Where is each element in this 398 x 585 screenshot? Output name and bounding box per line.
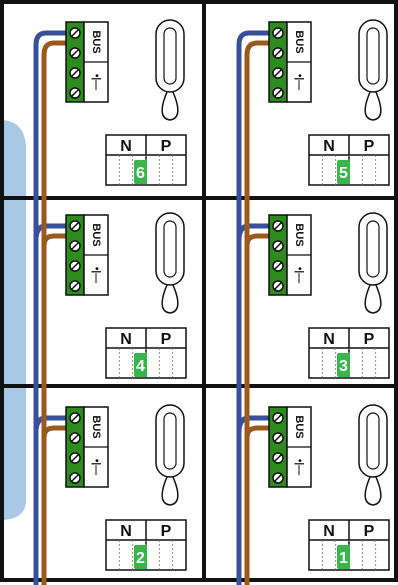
dip-switch-on [337, 545, 350, 569]
dip-switch-on [134, 353, 147, 377]
wire-blue [236, 30, 278, 585]
dip-switch-on [134, 160, 147, 184]
screw-slot [70, 68, 80, 78]
intercom-unit-4: BUS •|— N P4 [65, 212, 187, 379]
wire-brown [41, 40, 75, 585]
n-column-header: N [120, 138, 132, 155]
button-symbol-label: •|— [293, 267, 304, 283]
p-column-header: P [161, 331, 172, 348]
handset-cord [161, 476, 179, 506]
screw-slot [70, 261, 80, 271]
screw-slot [70, 241, 80, 251]
screw-slot [70, 453, 80, 463]
p-column-header: P [364, 138, 375, 155]
screw-slot [70, 88, 80, 98]
n-column-header: N [323, 523, 335, 540]
bus-label: BUS [293, 223, 305, 246]
wire-blue [33, 30, 75, 585]
screw-slot [273, 473, 283, 483]
screw-slot [70, 433, 80, 443]
screw-slot [70, 28, 80, 38]
unit-number: 3 [339, 358, 348, 375]
screw-slot [273, 261, 283, 271]
screw-slot [273, 68, 283, 78]
bus-label: BUS [293, 30, 305, 53]
intercom-unit-1: BUS •|— N P1 [268, 404, 390, 571]
unit-number: 2 [136, 550, 145, 567]
p-column-header: P [161, 138, 172, 155]
intercom-unit-5: BUS •|— N P5 [268, 19, 390, 186]
handset-inner [163, 27, 177, 85]
intercom-unit-3: BUS •|— N P3 [268, 212, 390, 379]
p-column-header: P [364, 523, 375, 540]
dip-switch-on [337, 160, 350, 184]
screw-slot [273, 453, 283, 463]
handset-cord [364, 476, 382, 506]
handset-cord [364, 284, 382, 314]
handset-cord [161, 284, 179, 314]
handset-cord [364, 91, 382, 121]
dip-switch-on [134, 545, 147, 569]
wiring-layer [33, 30, 278, 585]
handset-inner [366, 220, 380, 278]
screw-slot [273, 433, 283, 443]
unit-number: 5 [339, 165, 348, 182]
screw-slot [273, 241, 283, 251]
intercom-unit-2: BUS •|— N P2 [65, 404, 187, 571]
screw-slot [273, 413, 283, 423]
screw-slot [273, 48, 283, 58]
screw-slot [273, 88, 283, 98]
handset-inner [163, 412, 177, 470]
intercom-unit-6: BUS •|— N P6 [65, 19, 187, 186]
button-symbol-label: •|— [90, 267, 101, 283]
background-layer [0, 120, 26, 520]
button-symbol-label: •|— [293, 459, 304, 475]
screw-slot [70, 413, 80, 423]
screw-slot [273, 281, 283, 291]
p-column-header: P [161, 523, 172, 540]
bus-label: BUS [90, 415, 102, 438]
screw-slot [273, 221, 283, 231]
n-column-header: N [120, 331, 132, 348]
screw-slot [70, 281, 80, 291]
bus-label: BUS [293, 415, 305, 438]
unit-number: 4 [136, 358, 145, 375]
screw-slot [70, 48, 80, 58]
screw-slot [273, 28, 283, 38]
bus-label: BUS [90, 30, 102, 53]
screw-slot [70, 473, 80, 483]
n-column-header: N [323, 331, 335, 348]
n-column-header: N [323, 138, 335, 155]
bus-label: BUS [90, 223, 102, 246]
handset-inner [366, 412, 380, 470]
button-symbol-label: •|— [90, 74, 101, 90]
n-column-header: N [120, 523, 132, 540]
handset-cord [161, 91, 179, 121]
unit-number: 6 [136, 165, 145, 182]
screw-slot [70, 221, 80, 231]
button-symbol-label: •|— [90, 459, 101, 475]
side-panel [0, 120, 26, 520]
handset-inner [366, 27, 380, 85]
p-column-header: P [364, 331, 375, 348]
button-symbol-label: •|— [293, 74, 304, 90]
wire-brown [244, 40, 278, 585]
dip-switch-on [337, 353, 350, 377]
unit-number: 1 [339, 550, 348, 567]
handset-inner [163, 220, 177, 278]
